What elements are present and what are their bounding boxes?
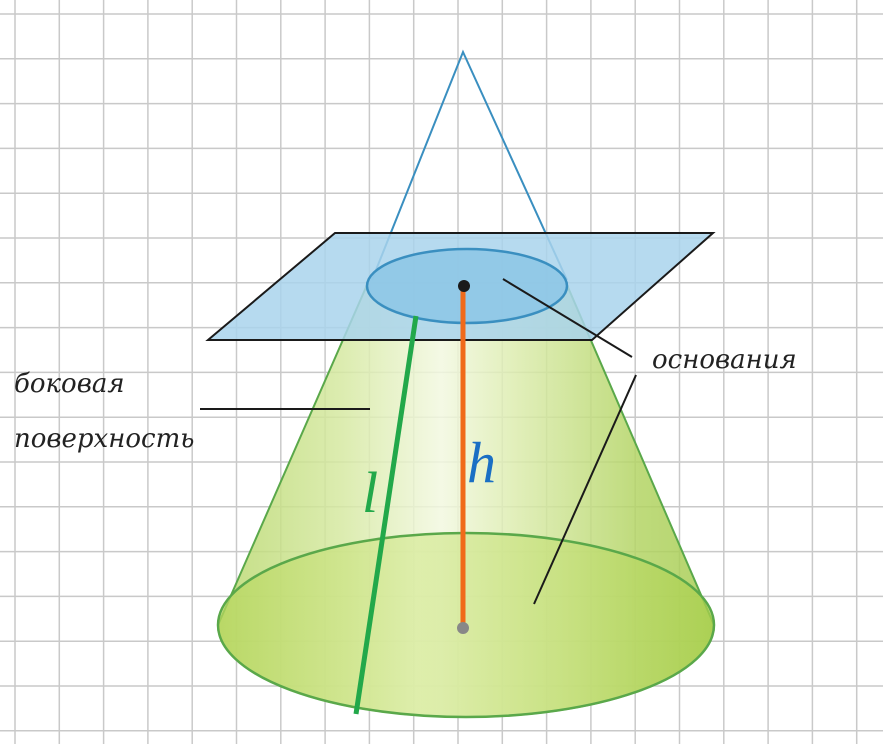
- label-lateral-surface-line2: поверхность: [14, 424, 194, 454]
- label-bases: основания: [652, 345, 797, 375]
- slant-line: [353, 315, 419, 715]
- bottom-center-point: [457, 622, 469, 634]
- leader-top-base: [502, 278, 633, 358]
- leader-bottom-base: [533, 374, 637, 605]
- label-height-h: h: [467, 430, 496, 495]
- label-slant-l: l: [362, 460, 378, 525]
- top-center-point: [458, 280, 470, 292]
- label-lateral-surface-line1: боковая: [14, 369, 125, 399]
- apex-outline: [371, 49, 568, 281]
